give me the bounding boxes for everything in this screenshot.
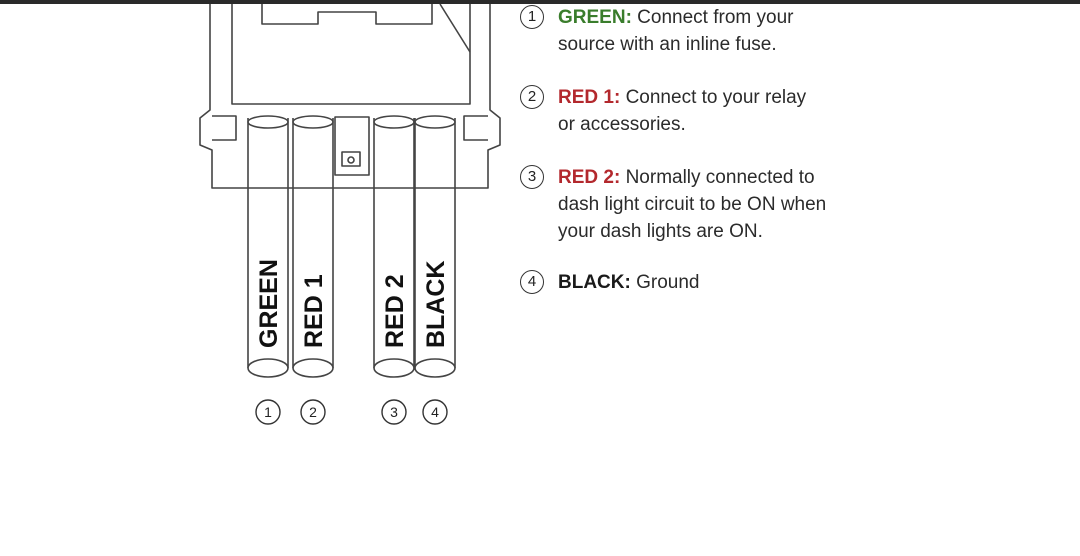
wire-number-circle [300, 399, 326, 425]
wire-1: GREEN 1 [247, 115, 289, 425]
housing-center-step [261, 4, 433, 25]
wire-end-cap [292, 358, 334, 378]
wires-layer: GREEN 1 RED 1 2 RED 2 3 BLACK 4 [247, 115, 456, 425]
wire-number-circle [255, 399, 281, 425]
top-bar [0, 0, 1080, 4]
legend-text: BLACK: Ground [558, 269, 699, 296]
legend-number: 3 [520, 165, 544, 189]
center-key-tab [341, 151, 361, 167]
wire-label: RED 2 [381, 274, 409, 348]
wire-end-cap [414, 358, 456, 378]
legend-line-1: Normally connected to [620, 167, 815, 188]
legend-key: GREEN: [558, 7, 632, 28]
legend-number: 2 [520, 85, 544, 109]
legend-text: GREEN: Connect from your source with an i… [558, 4, 793, 58]
wire-body [414, 118, 456, 368]
wire-body [292, 118, 334, 368]
housing-outline [199, 4, 501, 189]
wire-top-cap [414, 115, 456, 129]
connector-housing [199, 3, 501, 189]
wire-body [247, 118, 289, 368]
wire-top-cap [247, 115, 289, 129]
wire-end-cap [373, 358, 415, 378]
housing-inner-frame [231, 4, 471, 105]
wire-number: 2 [309, 404, 317, 420]
wire-top-cap [373, 115, 415, 129]
legend-key: RED 2: [558, 167, 621, 188]
legend-line-2: or accessories. [558, 114, 686, 135]
legend-text: RED 1: Connect to your relay or accessori… [558, 84, 806, 138]
wire-number: 1 [264, 404, 272, 420]
wire-top-cap [292, 115, 334, 129]
wire-number-circle [381, 399, 407, 425]
wire-label: BLACK [422, 261, 450, 349]
wire-label: RED 1 [300, 274, 328, 348]
housing-right-ear [463, 115, 488, 141]
legend-line-2: source with an inline fuse. [558, 34, 777, 55]
legend-line-1: Connect to your relay [620, 87, 807, 108]
center-key-pin [347, 156, 355, 164]
legend-line-1: Connect from your [631, 7, 794, 28]
legend-line-1: Ground [630, 272, 700, 293]
housing-right-latch [439, 3, 471, 53]
legend-line-2: dash light circuit to be ON when [558, 194, 827, 215]
wire-3: RED 2 3 [373, 115, 415, 425]
wire-2: RED 1 2 [292, 115, 334, 425]
legend-number: 1 [520, 5, 544, 29]
wire-4: BLACK 4 [414, 115, 456, 425]
wire-body [373, 118, 415, 368]
wire-number-circle [422, 399, 448, 425]
legend-key: RED 1: [558, 87, 621, 108]
wire-label: GREEN [255, 259, 283, 348]
legend-line-3: your dash lights are ON. [558, 221, 763, 242]
wire-number: 4 [431, 404, 439, 420]
legend-text: RED 2: Normally connected to dash light c… [558, 164, 826, 245]
center-key-slot [334, 116, 370, 176]
wire-end-cap [247, 358, 289, 378]
housing-left-ear [212, 115, 237, 141]
legend-number: 4 [520, 270, 544, 294]
legend-key: BLACK: [558, 272, 631, 293]
wire-number: 3 [390, 404, 398, 420]
